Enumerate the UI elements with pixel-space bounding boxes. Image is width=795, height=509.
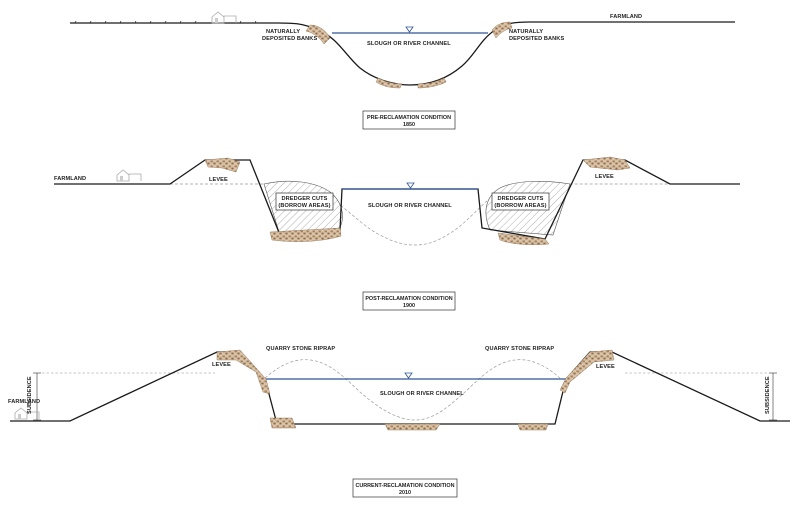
bank-label-right-line2: DEPOSITED BANKS	[509, 36, 564, 42]
riprap-label-right: QUARRY STONE RIPRAP	[485, 346, 554, 352]
caption-year-post: 1900	[403, 303, 415, 309]
dredger-label-left-line1: DREDGER CUTS	[282, 196, 328, 202]
ground-profile-post	[54, 159, 740, 240]
bank-label-left-line1: NATURALLY	[266, 29, 300, 35]
water-level-triangle-icon	[404, 372, 413, 379]
subsidence-label-left: SUBSIDENCE	[27, 376, 33, 414]
levee-label-right-current: LEVEE	[596, 364, 615, 370]
grass-texture	[74, 20, 257, 24]
soil-levee-right-post	[582, 156, 631, 171]
channel-label-post: SLOUGH OR RIVER CHANNEL	[368, 203, 452, 209]
levee-label-right-post: LEVEE	[595, 174, 614, 180]
soil-bottom-right-current	[517, 423, 549, 431]
soil-bank-right-pre	[491, 21, 513, 39]
dredger-label-right-line1: DREDGER CUTS	[498, 196, 544, 202]
farmhouse-icon	[116, 169, 142, 182]
riprap-right-current	[559, 349, 615, 394]
soil-levee-left-post	[204, 157, 241, 173]
panel-post-reclamation: FARMLAND LEVEE LEVEE DREDGER CUTS (BORRO…	[54, 156, 740, 311]
subsidence-label-right: SUBSIDENCE	[765, 376, 771, 414]
water-level-triangle-icon	[406, 182, 415, 189]
dredger-label-left-line2: (BORROW AREAS)	[278, 203, 330, 209]
caption-title-current: CURRENT-RECLAMATION CONDITION	[355, 483, 454, 489]
caption-title-pre: PRE-RECLAMATION CONDITION	[367, 115, 451, 121]
soil-bottom-center-current	[384, 423, 441, 431]
riprap-left-current	[216, 349, 271, 395]
bank-label-right-line1: NATURALLY	[509, 29, 543, 35]
bank-label-left-line2: DEPOSITED BANKS	[262, 36, 317, 42]
caption-pre: PRE-RECLAMATION CONDITION 1850	[362, 110, 456, 130]
farmland-label-pre: FARMLAND	[610, 14, 642, 20]
water-level-triangle-icon	[405, 26, 414, 33]
panel-current-reclamation: FARMLAND SUBSIDENCE SUBSIDENCE QUARRY ST…	[8, 346, 790, 498]
farmhouse-icon	[211, 11, 237, 24]
soil-bottom-left-pre	[375, 77, 403, 89]
caption-current: CURRENT-RECLAMATION CONDITION 2010	[352, 478, 458, 498]
levee-label-left-post: LEVEE	[209, 177, 228, 183]
caption-title-post: POST-RECLAMATION CONDITION	[365, 296, 452, 302]
dredger-label-right: DREDGER CUTS (BORROW AREAS)	[491, 192, 550, 211]
soil-bottom-left-post	[269, 227, 342, 242]
caption-post: POST-RECLAMATION CONDITION 1900	[362, 291, 456, 311]
farmland-label-current: FARMLAND	[8, 399, 40, 405]
panel-pre-reclamation: FARMLAND NATURALLY DEPOSITED BANKS NATUR…	[70, 11, 735, 130]
farmland-label-post: FARMLAND	[54, 176, 86, 182]
subsidence-dimension-right	[769, 372, 777, 421]
dredger-label-right-line2: (BORROW AREAS)	[494, 203, 546, 209]
farmhouse-icon	[14, 407, 40, 420]
ground-profile-pre	[70, 21, 735, 86]
soil-bottom-right-pre	[417, 77, 447, 89]
channel-label-pre: SLOUGH OR RIVER CHANNEL	[367, 41, 451, 47]
soil-bottom-right-post	[497, 232, 550, 245]
caption-year-pre: 1850	[403, 122, 415, 128]
riprap-label-left: QUARRY STONE RIPRAP	[266, 346, 335, 352]
subsidence-dimension-left	[33, 372, 41, 421]
soil-bank-left-pre	[305, 24, 331, 45]
levee-label-left-current: LEVEE	[212, 362, 231, 368]
previous-profile-dashed	[264, 359, 561, 421]
soil-bottom-left-current	[269, 417, 297, 429]
ground-profile-current	[10, 351, 790, 425]
original-profile-dashed	[170, 183, 670, 246]
dredger-label-left: DREDGER CUTS (BORROW AREAS)	[275, 192, 334, 211]
channel-label-current: SLOUGH OR RIVER CHANNEL	[380, 391, 464, 397]
caption-year-current: 2010	[399, 490, 411, 496]
